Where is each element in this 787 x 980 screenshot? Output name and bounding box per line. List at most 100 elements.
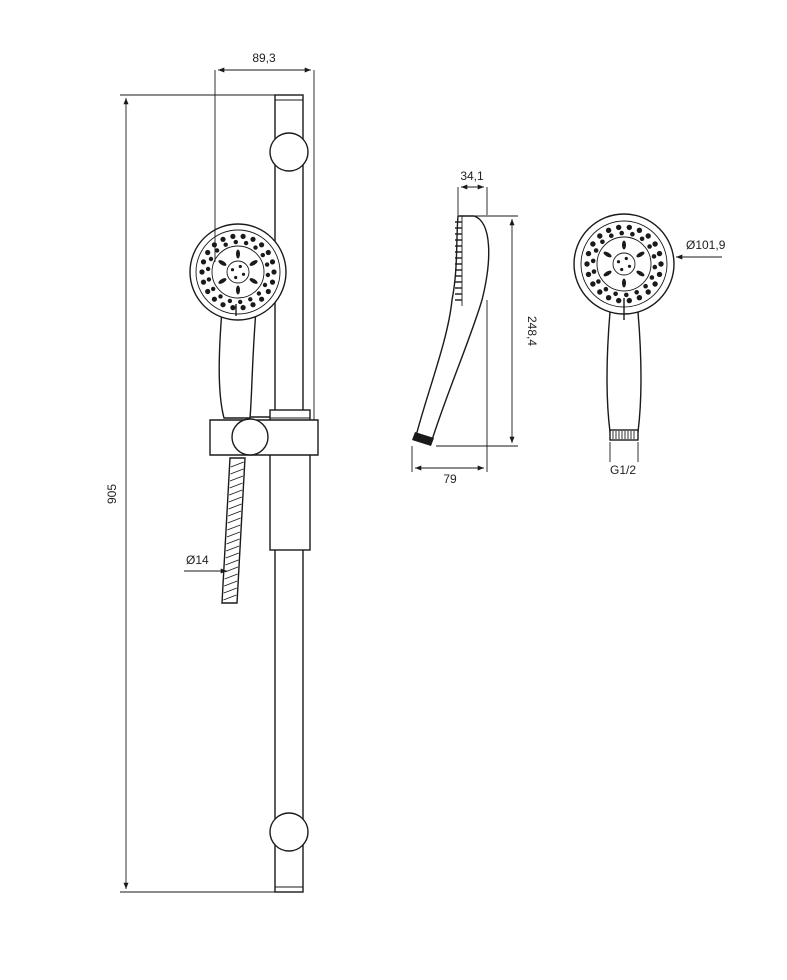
nozzle	[591, 269, 597, 274]
nozzle	[652, 264, 658, 270]
nozzle	[211, 296, 217, 302]
dim-hose-diameter: Ø14	[186, 553, 209, 567]
nozzle	[636, 227, 643, 233]
nozzle	[634, 290, 639, 295]
nozzle	[199, 269, 205, 275]
nozzle	[605, 227, 612, 233]
nozzle	[658, 261, 664, 267]
handshower-front-view: Ø101,9 G1/2	[573, 213, 726, 477]
hose-hatch	[229, 482, 243, 489]
nozzle-slot	[603, 251, 612, 258]
hose-hatch	[224, 566, 239, 573]
hose-hatch	[227, 510, 242, 517]
hose-hatch	[230, 461, 244, 468]
nozzle	[214, 248, 220, 253]
nozzle	[227, 298, 233, 304]
nozzle	[626, 297, 632, 304]
nozzle	[616, 260, 621, 264]
nozzle	[238, 299, 243, 305]
nozzle	[619, 230, 624, 236]
nozzle	[248, 297, 253, 302]
hose-hatch	[225, 552, 239, 559]
nozzle	[250, 236, 256, 242]
hose-hatch	[223, 594, 237, 601]
dim-head-depth: 34,1	[460, 169, 484, 183]
nozzle	[250, 302, 256, 308]
nozzle	[597, 289, 603, 295]
nozzle	[220, 236, 226, 242]
nozzle	[230, 233, 236, 239]
hose-hatch	[224, 580, 238, 587]
nozzle	[647, 244, 652, 249]
nozzle	[603, 286, 609, 292]
nozzle	[636, 295, 643, 301]
dim-rail-height: 905	[105, 484, 119, 504]
nozzle	[223, 242, 228, 247]
nozzle	[220, 302, 226, 308]
hose-hatch	[227, 524, 241, 531]
dim-rail-projection: 89,3	[252, 51, 276, 65]
nozzle	[218, 294, 223, 299]
dim-head-diameter: Ø101,9	[686, 238, 726, 252]
nozzle	[656, 271, 663, 278]
dim-handshower-length: 248,4	[525, 316, 539, 346]
nozzle	[630, 231, 635, 237]
nozzle	[609, 233, 614, 238]
nozzle	[590, 258, 596, 264]
shower-hose	[221, 457, 246, 604]
nozzle-slot	[622, 240, 626, 250]
nozzle	[626, 224, 632, 231]
dim-connection-thread: G1/2	[610, 463, 636, 477]
hose-hatch	[226, 538, 240, 545]
nozzle	[265, 249, 271, 256]
nozzle-slot	[249, 260, 258, 266]
handshower-front	[189, 223, 287, 419]
handshower-side-view: 34,1 248,4 79	[411, 169, 539, 486]
nozzle	[265, 288, 271, 295]
nozzle	[262, 282, 268, 288]
hose-hatch	[229, 489, 243, 496]
nozzle	[205, 288, 211, 295]
nozzle	[265, 272, 271, 278]
nozzle-slot	[236, 249, 240, 259]
nozzle	[624, 256, 628, 261]
nozzle	[206, 277, 212, 282]
hose-hatch	[224, 573, 238, 580]
hose-hatch	[223, 587, 237, 594]
nozzle	[259, 296, 265, 302]
nozzle	[234, 275, 238, 280]
nozzle	[256, 291, 262, 296]
nozzle	[649, 275, 655, 280]
nozzle	[233, 239, 238, 245]
nozzle	[238, 264, 242, 269]
nozzle	[627, 264, 632, 268]
nozzle-slot	[236, 285, 240, 295]
nozzle	[652, 241, 658, 247]
shower-rail-assembly: 89,3 905 Ø14	[105, 51, 319, 893]
hose-hatch	[229, 475, 244, 482]
nozzle-slot	[622, 278, 626, 288]
nozzle	[590, 281, 596, 287]
nozzle	[253, 245, 258, 250]
hose-hatch	[227, 517, 241, 524]
nozzle	[593, 248, 599, 253]
nozzle	[269, 259, 276, 265]
nozzle	[596, 279, 601, 284]
nozzle	[240, 305, 246, 311]
nozzle	[616, 224, 622, 231]
nozzle	[597, 233, 603, 239]
nozzle	[264, 262, 270, 267]
nozzle	[645, 233, 651, 239]
nozzle	[259, 242, 265, 248]
hose-hatch	[230, 468, 244, 475]
nozzle	[200, 279, 207, 285]
nozzle	[585, 271, 592, 278]
hose-hatch	[225, 559, 239, 566]
nozzle	[240, 233, 246, 239]
nozzle	[271, 269, 277, 275]
nozzle	[600, 239, 605, 245]
nozzle	[624, 292, 629, 298]
nozzle	[211, 286, 216, 292]
nozzle	[620, 267, 624, 272]
